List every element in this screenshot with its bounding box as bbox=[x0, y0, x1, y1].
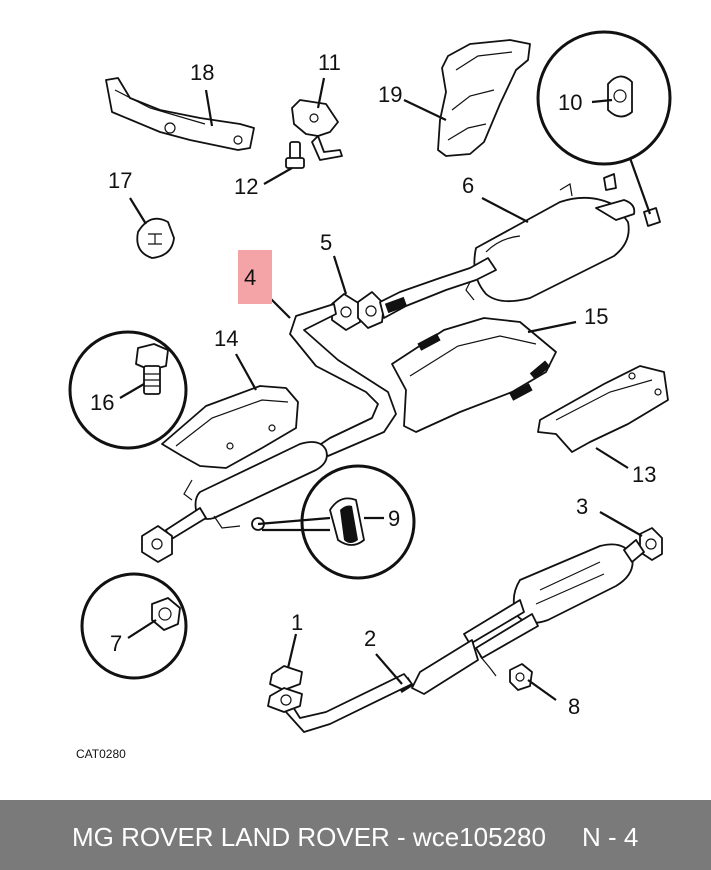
callout-10: 10 bbox=[558, 90, 582, 115]
part-14-heat-shield bbox=[161, 385, 299, 469]
callout-5: 5 bbox=[320, 230, 332, 255]
callout-17: 17 bbox=[108, 168, 132, 193]
callout-15: 15 bbox=[584, 304, 608, 329]
detail-circle-7 bbox=[80, 572, 188, 680]
callout-16: 16 bbox=[90, 390, 114, 415]
callout-12: 12 bbox=[234, 174, 258, 199]
detail-circle-16 bbox=[68, 330, 188, 450]
part-11-mount bbox=[291, 99, 343, 161]
part-1-gasket bbox=[267, 665, 303, 713]
part-13-heat-shield bbox=[537, 365, 669, 453]
part-18-bracket bbox=[105, 77, 255, 151]
highlight-box bbox=[238, 250, 272, 304]
part-5-gasket bbox=[331, 291, 385, 331]
callout-2: 2 bbox=[364, 626, 376, 651]
footer-bar: MG ROVER LAND ROVER - wce105280 N - 4 bbox=[0, 800, 711, 870]
part-15-heat-shield bbox=[391, 317, 557, 433]
callout-13: 13 bbox=[632, 462, 656, 487]
catalytic-converter bbox=[275, 539, 645, 733]
detail-circle-10 bbox=[536, 30, 672, 166]
part-3-gasket bbox=[639, 527, 663, 561]
callout-6: 6 bbox=[462, 173, 474, 198]
callout-3: 3 bbox=[576, 494, 588, 519]
callout-14: 14 bbox=[214, 326, 238, 351]
callout-18: 18 bbox=[190, 60, 214, 85]
part-12-bolt bbox=[285, 141, 305, 169]
rear-hanger bbox=[603, 173, 661, 227]
part-19-heat-shield bbox=[437, 39, 531, 157]
callout-19: 19 bbox=[378, 82, 402, 107]
part-6-rear-silencer bbox=[465, 183, 636, 303]
exhaust-system-diagram: 1 2 3 4 5 6 7 8 9 10 11 12 13 14 15 16 1… bbox=[68, 30, 672, 761]
callout-7: 7 bbox=[110, 631, 122, 656]
callout-11: 11 bbox=[318, 50, 341, 75]
footer-page: N - 4 bbox=[582, 822, 639, 852]
front-silencer bbox=[141, 441, 328, 563]
part-8-nut bbox=[509, 663, 533, 691]
footer-text: MG ROVER LAND ROVER - wce105280 bbox=[72, 822, 546, 852]
detail-circle-9 bbox=[300, 464, 416, 580]
leader-lines bbox=[119, 77, 652, 701]
callout-4: 4 bbox=[244, 265, 256, 290]
catalog-code: CAT0280 bbox=[76, 747, 126, 761]
part-17-hanger bbox=[136, 217, 175, 259]
callout-9: 9 bbox=[388, 506, 400, 531]
callout-8: 8 bbox=[568, 694, 580, 719]
part-4-pipe bbox=[289, 257, 497, 457]
callout-1: 1 bbox=[291, 610, 303, 635]
